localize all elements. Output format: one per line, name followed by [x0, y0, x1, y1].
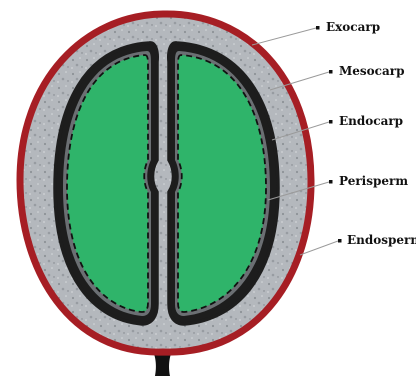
bullet-perisperm: [329, 180, 333, 184]
label-perisperm: Perisperm: [339, 174, 408, 188]
label-mesocarp: Mesocarp: [339, 64, 404, 78]
bullet-mesocarp: [329, 70, 333, 74]
bullet-endocarp: [329, 120, 333, 124]
label-exocarp: Exocarp: [326, 20, 380, 34]
label-endocarp: Endocarp: [339, 114, 403, 128]
bullet-exocarp: [316, 26, 320, 30]
bullet-endosperm: [338, 239, 342, 243]
label-bullets: [316, 26, 342, 243]
bean-spot: [257, 269, 260, 272]
leader-exocarp: [252, 28, 316, 45]
label-endosperm: Endosperm: [347, 233, 416, 247]
